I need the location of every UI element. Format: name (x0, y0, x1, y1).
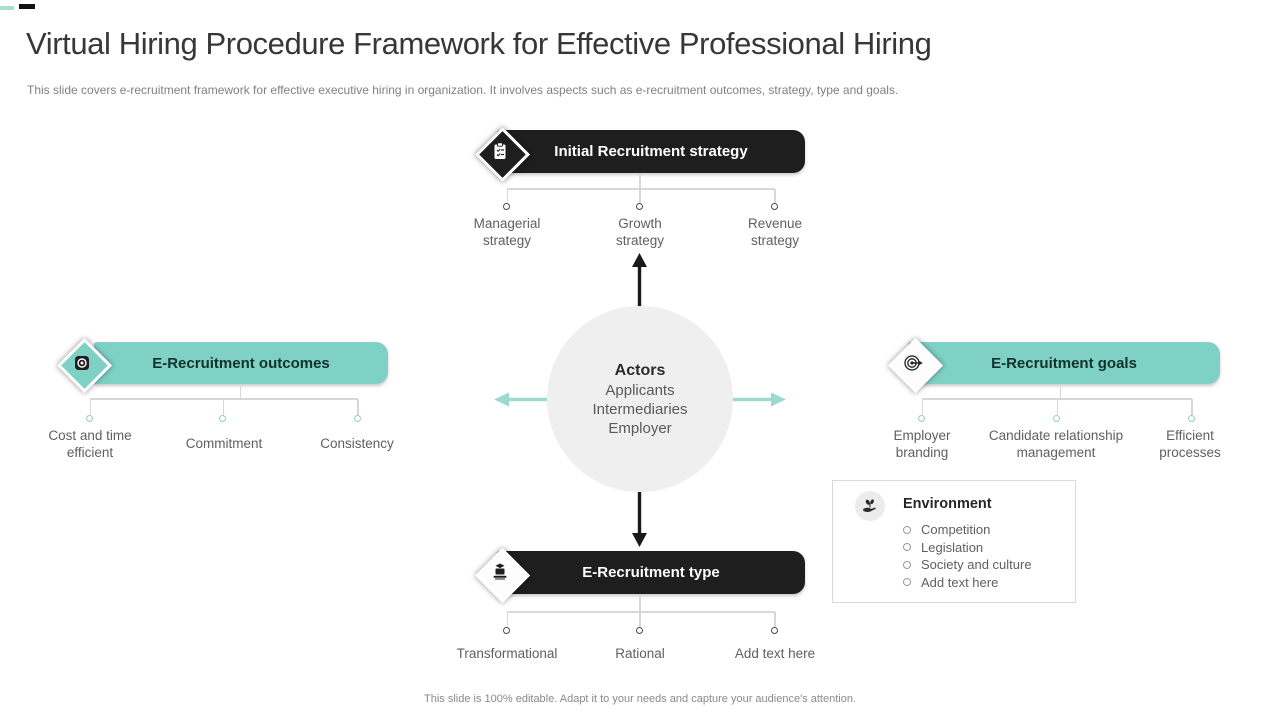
page-subtitle: This slide covers e-recruitment framewor… (27, 83, 899, 97)
goal-target-arrow-icon (904, 355, 923, 371)
environment-item-label: Society and culture (921, 557, 1032, 572)
connector-line (90, 398, 358, 400)
item-label: Consistency (320, 436, 394, 451)
clipboard-checklist-icon (494, 142, 506, 159)
banner-label: E-Recruitment type (582, 564, 720, 581)
up-arrow-icon (632, 253, 647, 311)
item-label: Efficient processes (1159, 428, 1221, 460)
connector-line (507, 611, 775, 613)
lens-target-icon (75, 356, 89, 370)
connector-line (639, 594, 641, 611)
connector-line (774, 189, 776, 203)
banner-label: E-Recruitment goals (991, 354, 1137, 372)
hand-plant-icon (863, 499, 876, 513)
environment-title: Environment (903, 496, 992, 512)
connector-line (639, 612, 641, 627)
left-arrow-icon (494, 392, 556, 407)
connector-line (89, 399, 91, 415)
accent-bar-teal (0, 6, 14, 10)
connector-line (506, 189, 508, 203)
actors-line: Employer (608, 419, 672, 437)
node-dot (918, 415, 925, 422)
environment-item: Legislation (903, 541, 1032, 554)
node-dot (1053, 415, 1060, 422)
item-label: Add text here (734, 646, 816, 661)
environment-list: Competition Legislation Society and cult… (903, 523, 1032, 593)
item-label: Revenue strategy (747, 216, 803, 248)
item-label: Candidate relationship management (988, 428, 1124, 460)
item-label: Growth strategy (615, 216, 665, 248)
node-dot (353, 415, 361, 422)
connector-line (1059, 384, 1061, 398)
connector-line (239, 384, 241, 398)
footer-note: This slide is 100% editable. Adapt it to… (424, 693, 856, 705)
node-dot (219, 415, 226, 422)
environment-box: Environment Competition Legislation Soci… (832, 480, 1076, 603)
actors-line: Intermediaries (592, 400, 688, 418)
item-label: Rational (615, 646, 665, 661)
accent-bar-black (19, 4, 35, 9)
right-arrow-icon (724, 392, 786, 407)
connector-line (639, 173, 641, 188)
banner-label: E-Recruitment outcomes (152, 354, 330, 372)
node-dot (636, 627, 643, 634)
connector-line (507, 188, 775, 190)
environment-item: Competition (903, 523, 1032, 536)
environment-item: Add text here (903, 576, 1032, 589)
connector-line (222, 399, 224, 415)
node-dot (503, 203, 510, 210)
page-title: Virtual Hiring Procedure Framework for E… (26, 26, 932, 61)
banner-e-recruitment-outcomes: E-Recruitment outcomes (94, 342, 388, 384)
node-dot (1187, 415, 1195, 422)
node-dot (503, 627, 510, 634)
environment-item-label: Competition (921, 522, 991, 537)
environment-icon-circle (855, 491, 885, 521)
item-label: Managerial strategy (473, 216, 541, 248)
connector-line (357, 399, 359, 415)
down-arrow-icon (632, 489, 647, 547)
actors-circle: Actors Applicants Intermediaries Employe… (547, 306, 733, 492)
circle-bullet-icon (903, 525, 911, 534)
banner-initial-recruitment-strategy: Initial Recruitment strategy (497, 130, 805, 173)
item-label: Cost and time efficient (48, 428, 132, 460)
environment-item-label: Add text here (921, 574, 999, 590)
connector-line (506, 612, 508, 627)
banner-e-recruitment-type: E-Recruitment type (497, 551, 805, 594)
actors-heading: Actors (614, 361, 666, 379)
item-label: Employer branding (893, 428, 951, 460)
connector-line (639, 189, 641, 203)
actors-line: Applicants (605, 381, 675, 399)
banner-e-recruitment-goals: E-Recruitment goals (908, 342, 1220, 384)
connector-line (774, 612, 776, 627)
connector-line (922, 398, 1192, 400)
connector-line (1191, 399, 1193, 415)
banner-label: Initial Recruitment strategy (554, 143, 748, 160)
circle-bullet-icon (903, 543, 911, 551)
environment-item: Society and culture (903, 558, 1032, 571)
node-dot (86, 415, 93, 422)
connector-line (921, 399, 923, 415)
environment-item-label: Legislation (921, 539, 984, 555)
item-label: Transformational (456, 646, 558, 661)
item-label: Commitment (185, 436, 263, 451)
circle-bullet-icon (903, 560, 911, 569)
node-dot (636, 203, 643, 210)
connector-line (1056, 399, 1058, 415)
node-dot (771, 203, 778, 210)
circle-bullet-icon (903, 578, 911, 586)
node-dot (771, 627, 778, 634)
e-learning-icon (493, 563, 507, 580)
